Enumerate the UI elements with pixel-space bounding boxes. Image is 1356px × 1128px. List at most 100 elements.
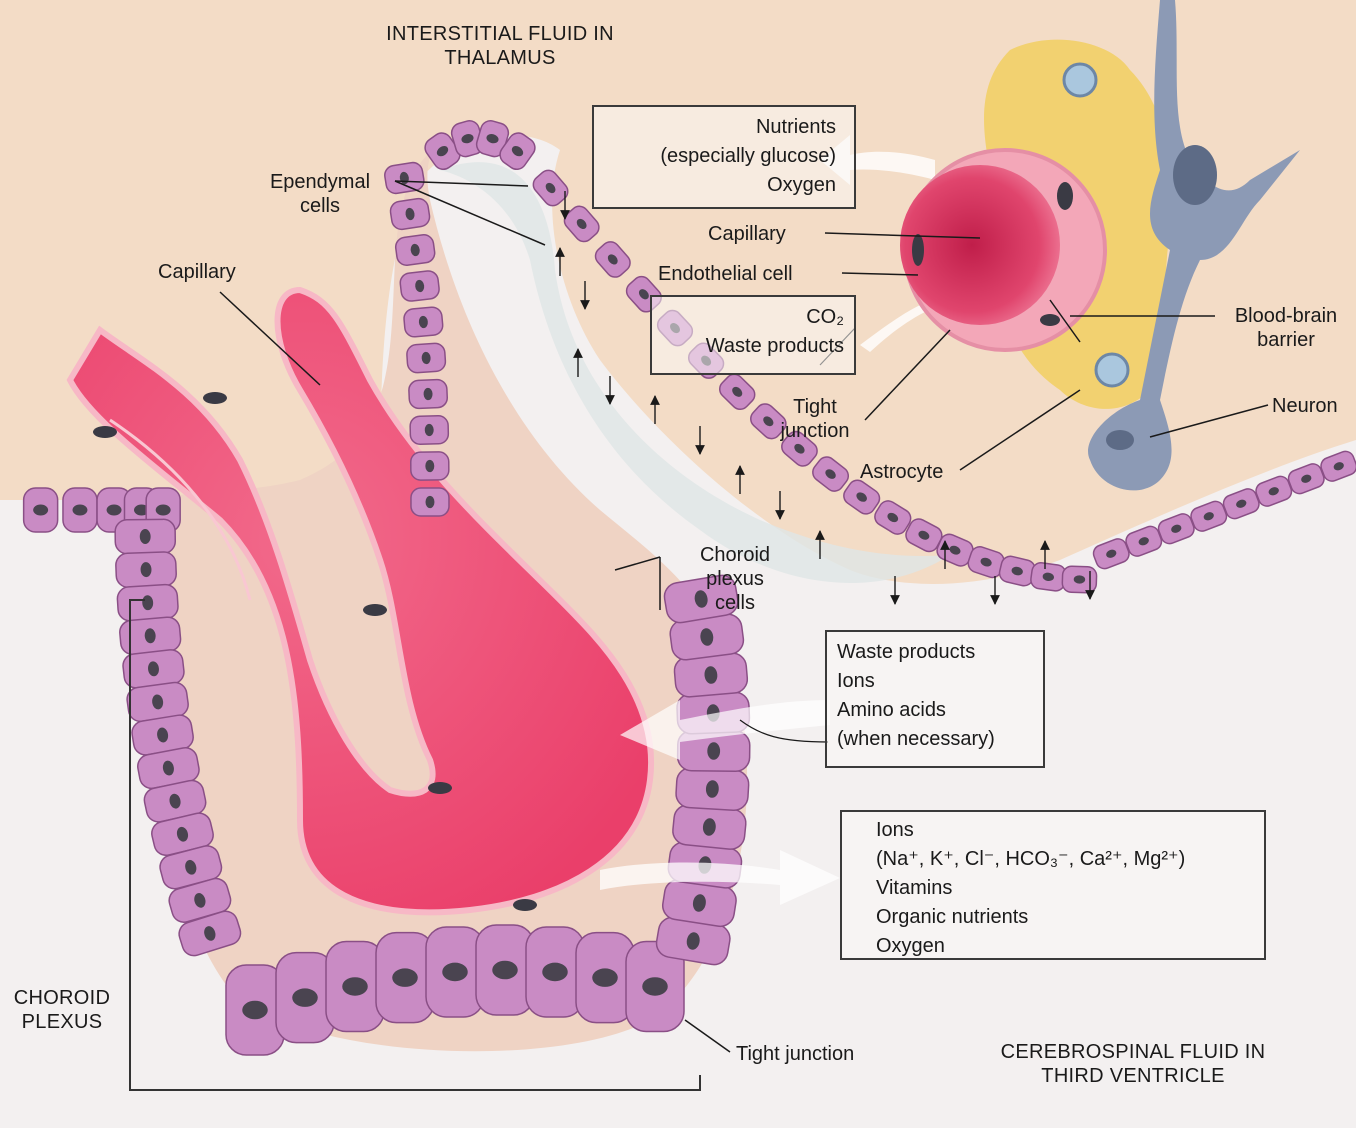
epithelial-cell: [672, 804, 747, 850]
box-line: Ions: [837, 670, 875, 692]
epithelial-cell: [1092, 538, 1130, 570]
epithelial-cell: [1190, 500, 1228, 532]
epithelial-cell: [1125, 525, 1163, 557]
epithelial-cell: [159, 845, 223, 890]
epithelial-cell: [781, 430, 818, 467]
region-line: CEREBROSPINAL FLUID IN: [1000, 1041, 1266, 1063]
endothelial-nucleus: [203, 392, 227, 404]
epithelial-cell: [394, 234, 436, 266]
epithelial-cell: [675, 766, 750, 812]
choroid-capillary-loop: [66, 286, 655, 916]
box-line: Vitamins: [876, 877, 953, 899]
epithelial-cell: [625, 940, 685, 1033]
box-csf-contents: Ions (Na⁺, K⁺, Cl⁻, HCO₃⁻, Ca²⁺, Mg²⁺) V…: [840, 810, 1266, 960]
epithelial-cell: [1061, 565, 1098, 594]
region-line: PLEXUS: [21, 1011, 103, 1033]
epithelial-cell: [409, 415, 450, 445]
label-neuron: Neuron: [1272, 395, 1338, 417]
epithelial-cell: [22, 487, 59, 533]
epithelial-cell: [843, 479, 881, 515]
region-line: THALAMUS: [444, 47, 556, 69]
epithelial-cell: [131, 714, 194, 756]
box-line: Waste products: [705, 335, 844, 357]
box-line: (when necessary): [837, 728, 995, 750]
label-line: barrier: [1257, 329, 1315, 351]
region-label-interstitial: INTERSTITIAL FLUID IN THALAMUS: [360, 22, 640, 70]
label-capillary-brain: Capillary: [708, 223, 786, 245]
label-capillary-choroid: Capillary: [158, 261, 236, 283]
epithelial-cell: [874, 500, 912, 535]
label-line: cells: [714, 592, 755, 614]
label-line: junction: [780, 420, 850, 442]
box-line: Organic nutrients: [876, 906, 1029, 928]
epithelial-cell: [178, 910, 242, 957]
label-line: Tight: [793, 396, 837, 418]
neuron-nucleus: [1173, 145, 1217, 205]
epithelial-cell: [594, 241, 631, 278]
epithelial-cell: [424, 132, 461, 171]
label-tight-junction-brain: Tight junction: [760, 395, 870, 443]
endothelial-nucleus: [1040, 314, 1060, 326]
epithelial-cell: [126, 681, 189, 723]
box-line: (Na⁺, K⁺, Cl⁻, HCO₃⁻, Ca²⁺, Mg²⁺): [876, 848, 1186, 870]
epithelial-cell: [410, 487, 450, 517]
endothelial-nucleus: [1057, 182, 1073, 210]
neuron-nucleus: [1106, 430, 1134, 450]
box-line: Oxygen: [767, 174, 836, 196]
brain-capillary-lumen: [900, 165, 1060, 325]
epithelial-cell: [718, 373, 756, 410]
epithelial-cell: [114, 518, 177, 555]
epithelial-cell: [275, 951, 335, 1044]
epithelial-cell: [499, 132, 536, 171]
epithelial-cell: [1320, 450, 1356, 482]
label-line: Choroid: [699, 544, 771, 566]
box-waste-reabsorption: Waste products Ions Amino acids (when ne…: [825, 630, 1045, 768]
choroid-bracket-bottom: [130, 1075, 701, 1091]
choroid-plexus-epithelium: [22, 487, 751, 1056]
epithelial-cell: [403, 306, 444, 338]
epithelial-cell: [1255, 475, 1293, 507]
epithelial-cell: [425, 926, 485, 1018]
epithelial-cell: [137, 747, 200, 790]
endothelial-nucleus: [912, 234, 924, 266]
neuron-body: [1088, 0, 1300, 491]
astrocyte-nucleus: [1094, 352, 1130, 388]
epithelial-cell: [62, 487, 98, 533]
endothelial-nucleus: [363, 604, 387, 616]
epithelial-cell: [1030, 562, 1067, 592]
astrocyte-nucleus: [1062, 62, 1098, 98]
epithelial-cell: [406, 342, 447, 374]
ependymal-exchange-arrows: [555, 191, 1095, 605]
reabsorption-arrow: [620, 700, 830, 760]
endothelial-nucleus: [428, 782, 452, 794]
epithelial-cell: [669, 613, 745, 661]
epithelial-cell: [563, 205, 600, 243]
epithelial-cell: [143, 779, 207, 823]
epithelial-cell: [116, 583, 179, 622]
box-line: Ions: [876, 819, 914, 841]
region-line: CHOROID: [13, 987, 111, 1009]
ventricle-recess: [440, 162, 950, 583]
epithelial-cell: [812, 456, 850, 492]
box-co2-waste: CO₂ Waste products: [650, 295, 856, 375]
epithelial-cell: [408, 378, 448, 410]
box-line: Waste products: [837, 641, 976, 663]
region-line: INTERSTITIAL FLUID IN: [386, 23, 614, 45]
box-line: CO₂: [806, 306, 844, 328]
epithelial-cell: [1222, 488, 1260, 520]
region-line: THIRD VENTRICLE: [1041, 1065, 1225, 1087]
box-nutrients-oxygen: Nutrients (especially glucose) Oxygen: [592, 105, 856, 209]
capillary-wall-line: [109, 418, 252, 601]
label-ependymal-cells: Ependymal cells: [255, 170, 385, 218]
box-line: Amino acids: [837, 699, 946, 721]
epithelial-cell: [389, 197, 431, 231]
label-astrocyte: Astrocyte: [860, 461, 944, 483]
epithelial-cell: [663, 574, 739, 624]
endothelial-nucleus: [93, 426, 117, 438]
label-tight-junction-choroid: Tight junction: [736, 1043, 855, 1065]
leader-lines: [219, 180, 1269, 1053]
region-label-choroid-plexus: CHOROID PLEXUS: [0, 986, 124, 1034]
epithelial-cell: [1287, 463, 1325, 495]
region-label-csf: CEREBROSPINAL FLUID IN THIRD VENTRICLE: [968, 1040, 1298, 1088]
label-endothelial-cell: Endothelial cell: [658, 263, 793, 285]
